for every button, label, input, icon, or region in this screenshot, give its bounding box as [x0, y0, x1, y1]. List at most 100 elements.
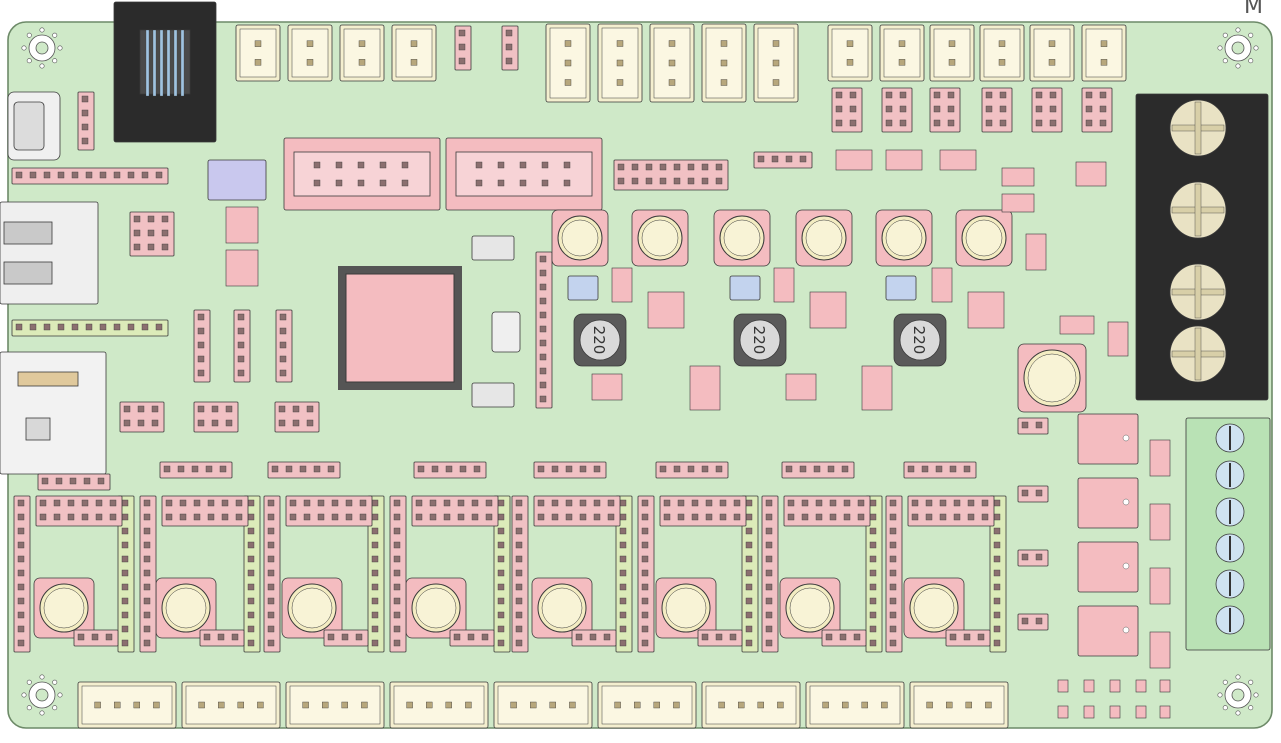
header-pin: [631, 177, 639, 185]
header-pin: [515, 611, 523, 619]
header-pin: [745, 513, 753, 521]
capacitor-top: [723, 219, 761, 257]
smd-body: [225, 206, 259, 244]
connector-inner: [343, 28, 381, 78]
header-pin: [993, 555, 1001, 563]
top-jst-2pin: [339, 24, 385, 82]
header-pin: [143, 597, 151, 605]
capacitor-top: [885, 219, 923, 257]
header-pin: [203, 633, 211, 641]
header-pin: [935, 465, 943, 473]
header-pin: [67, 513, 75, 521]
header-pin: [985, 105, 993, 113]
header-pin: [271, 465, 279, 473]
header-pin: [645, 163, 653, 171]
regulator: [689, 365, 721, 411]
header-pin: [869, 513, 877, 521]
header-pin: [993, 611, 1001, 619]
header-pin: [515, 639, 523, 647]
header-pin: [765, 625, 773, 633]
driver-header-left: [13, 495, 31, 653]
header-pin: [163, 465, 171, 473]
header-pin: [899, 119, 907, 127]
header-pin: [765, 597, 773, 605]
header-pin: [393, 527, 401, 535]
smd-cap: [611, 267, 633, 303]
header-row-driver-top: [267, 461, 341, 479]
header-pin: [143, 611, 151, 619]
rj-contact: [145, 29, 150, 97]
header-pin: [515, 555, 523, 563]
header-pin: [889, 569, 897, 577]
header-pin: [95, 499, 103, 507]
header-pin: [925, 499, 933, 507]
header-pin: [393, 499, 401, 507]
header-pin: [981, 499, 989, 507]
header-pin: [191, 465, 199, 473]
header-pin: [911, 499, 919, 507]
ic-small: [225, 249, 259, 287]
header-pin: [127, 171, 135, 179]
header-pin: [765, 555, 773, 563]
header-pin: [579, 465, 587, 473]
header-block-fan: [981, 87, 1013, 133]
header-body: [285, 495, 373, 527]
header-pin: [143, 625, 151, 633]
header-pin: [641, 597, 649, 605]
header-pin: [537, 513, 545, 521]
header-pin: [121, 541, 129, 549]
header-pin: [197, 355, 205, 363]
header-pin: [289, 499, 297, 507]
driver-header-right: [367, 495, 385, 653]
header-pin: [179, 499, 187, 507]
connector-pin: [653, 701, 660, 709]
header-pin: [121, 499, 129, 507]
header-pin: [371, 527, 379, 535]
smd-body: [1001, 193, 1035, 213]
header-pin: [467, 633, 475, 641]
header-pin: [69, 477, 77, 485]
header-pin: [933, 105, 941, 113]
header-pin: [459, 465, 467, 473]
header-pin: [939, 513, 947, 521]
driver-jumper-block: [285, 495, 373, 527]
header-pin: [147, 229, 155, 237]
header-pin: [497, 541, 505, 549]
smd-cap: [1025, 233, 1047, 271]
header-pin: [1049, 119, 1057, 127]
smd-cap: [773, 267, 795, 303]
connector-pin: [549, 701, 556, 709]
smd-body: [1109, 705, 1121, 719]
header-pin: [481, 633, 489, 641]
header-block-fan: [831, 87, 863, 133]
top-jst-2pin-right: [1029, 24, 1075, 82]
header-small: [1017, 549, 1049, 567]
connector-pin: [133, 701, 141, 709]
header-pin: [285, 465, 293, 473]
header-pin: [458, 29, 466, 37]
header-pin: [313, 465, 321, 473]
via: [26, 58, 32, 64]
header-pin: [579, 499, 587, 507]
header-pin: [745, 639, 753, 647]
header-pin: [393, 597, 401, 605]
header-pin: [515, 527, 523, 535]
header-pin: [565, 513, 573, 521]
header-pin: [815, 513, 823, 521]
smd-body: [773, 267, 795, 303]
header-pin: [81, 123, 89, 131]
header-pin: [715, 465, 723, 473]
connector-pin: [772, 79, 780, 86]
header-pin: [933, 91, 941, 99]
header-pin: [551, 465, 559, 473]
mosfet-dot: [1122, 626, 1130, 634]
header-row-driver-top: [655, 461, 729, 479]
header-pin: [359, 513, 367, 521]
header-pin: [193, 513, 201, 521]
header-pin: [869, 583, 877, 591]
header-pin: [345, 513, 353, 521]
header-pin: [161, 215, 169, 223]
idc-pin: [497, 161, 505, 169]
smd-body: [1159, 705, 1171, 719]
inductor-core: [739, 319, 781, 361]
